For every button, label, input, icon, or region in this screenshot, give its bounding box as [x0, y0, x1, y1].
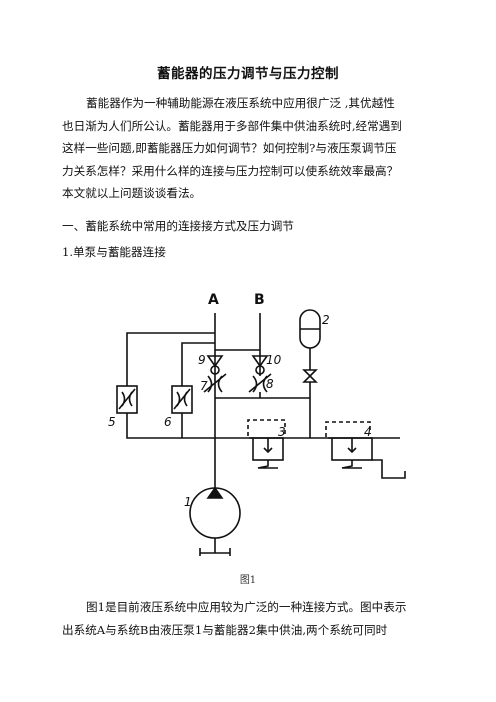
label-8: 8 — [266, 377, 274, 391]
line-to-valve-6 — [181, 342, 215, 386]
body-line: 图1是目前液压系统中应用较为广泛的一种连接方式。图中表示 — [86, 600, 407, 614]
check-valve-10-ball — [255, 365, 265, 375]
label-1: 1 — [184, 495, 192, 509]
throttle-valve-6 — [171, 385, 193, 414]
check-valve-9-ball — [210, 365, 220, 375]
drain-line — [372, 459, 406, 479]
hydraulic-circuit-figure: A B 1 2 3 4 5 6 7 8 9 10 — [100, 288, 420, 563]
intro-line: 蓄能器作为一种辅助能源在液压系统中应用很广泛 ,其优越性 — [86, 96, 395, 110]
label-7: 7 — [200, 379, 208, 393]
throttle-valve-5 — [116, 385, 138, 414]
port-label-b: B — [254, 292, 265, 308]
intro-paragraph: 蓄能器作为一种辅助能源在液压系统中应用很广泛 ,其优越性 也日渐为人们所公认。蓄… — [62, 92, 434, 205]
label-9: 9 — [198, 353, 206, 367]
label-2: 2 — [322, 313, 330, 327]
pump-arrow — [206, 486, 224, 499]
hydraulic-circuit-diagram: A B 1 2 3 4 5 6 7 8 9 10 — [108, 292, 406, 556]
intro-line: 力关系怎样？采用什么样的连接与压力控制可以使系统效率最高？ — [62, 163, 399, 178]
label-4: 4 — [364, 425, 372, 439]
shutoff-valve — [302, 369, 318, 383]
document-title: 蓄能器的压力调节与压力控制 — [157, 66, 339, 82]
figure-caption: 图1 — [239, 575, 257, 586]
throttle-8-arrow — [248, 373, 272, 393]
section-heading: 一、蓄能系统中常用的连接接方式及压力调节 — [62, 219, 294, 233]
line-to-valve-5 — [126, 332, 215, 386]
subsection-heading: 1.单泵与蓄能器连接 — [62, 245, 166, 259]
throttle-7-arrow — [203, 373, 227, 393]
intro-line: 也日渐为人们所公认。蓄能器用于多部件集中供油系统时,经常遇到 — [62, 118, 402, 133]
check-valve-10 — [251, 355, 269, 368]
pilot-line-3 — [247, 419, 286, 439]
label-3: 3 — [278, 425, 286, 439]
intro-line: 本文就以上问题谈谈看法。 — [62, 186, 202, 200]
label-10: 10 — [266, 353, 282, 367]
body-line: 出系统A与系统B由液压泵1与蓄能器2集中供油,两个系统可同时 — [62, 622, 388, 637]
label-6: 6 — [164, 415, 172, 429]
intro-line: 这样一些问题,即蓄能器压力如何调节？如何控制?与液压泵调节压 — [62, 141, 397, 155]
port-label-a: A — [208, 292, 219, 308]
body-paragraph: 图1是目前液压系统中应用较为广泛的一种连接方式。图中表示 出系统A与系统B由液压… — [62, 596, 434, 641]
pilot-line-4 — [325, 421, 371, 439]
line-from-valve-5 — [126, 413, 215, 439]
label-5: 5 — [108, 415, 116, 429]
check-valve-9 — [206, 355, 224, 368]
